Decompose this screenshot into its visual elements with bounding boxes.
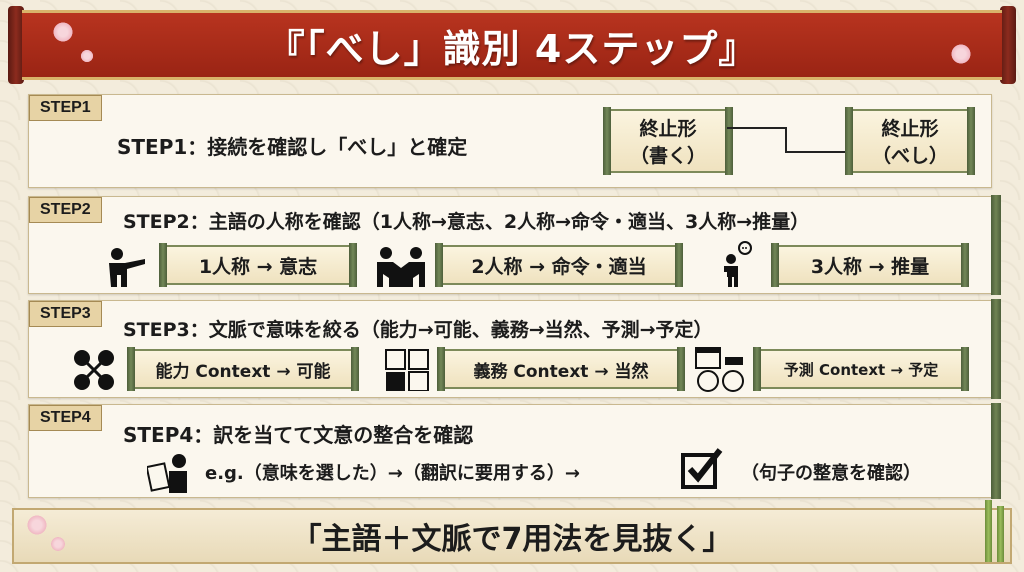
cherry-blossom-icon [52,21,74,43]
step1-box-left-line1: 終止形 [639,118,697,140]
step2-tag: STEP2 [29,197,102,223]
step4-panel: STEP4 STEP4：訳を当てて文意の整合を確認 e.g.（意味を選した）→（… [28,403,1001,499]
bamboo-icon [997,506,1004,562]
step2-item-2: 2人称 → 命令・適当 [435,243,683,287]
banner-rod-right [1000,6,1016,84]
step3-panel: STEP3 STEP3：文脈で意味を絞る（能力→可能、義務→当然、予測→予定） … [28,299,1001,399]
rules-icon [385,349,429,391]
step1-panel: STEP1 STEP1：接続を確認し「べし」と確定 終止形 （書く） 終止形 （… [28,94,992,188]
step3-item-3: 予測 Context → 予定 [753,347,969,391]
plum-blossom-icon [26,514,48,536]
title-banner: 『「べし」識別 4ステップ』 [8,6,1016,84]
person-pointing-icon [109,248,145,287]
person-speech-icon [724,241,752,287]
step1-box-right: 終止形 （べし） [845,107,975,175]
banner-rod-left [8,6,24,84]
panel-rod [991,299,1001,399]
checkbox-icon [681,448,723,489]
step2-panel: STEP2 STEP2：主語の人称を確認（1人称→意志、2人称→命令・適当、3人… [28,195,1001,295]
page-title: 『「べし」識別 4ステップ』 [266,26,758,71]
step2-item-1: 1人称 → 意志 [159,243,357,287]
step1-box-right-line1: 終止形 [881,118,939,140]
cherry-blossom-icon [950,43,972,65]
step2-heading: STEP2：主語の人称を確認（1人称→意志、2人称→命令・適当、3人称→推量） [123,211,810,233]
step3-item-1: 能力 Context → 可能 [127,347,359,391]
panel-rod [991,403,1001,499]
step1-heading: STEP1：接続を確認し「べし」と確定 [117,135,468,159]
step4-confirm: （句子の整意を確認） [741,463,921,484]
step4-heading: STEP4：訳を当てて文意の整合を確認 [123,423,474,447]
bamboo-icon [985,500,992,562]
two-people-icon [377,247,425,287]
connector-line [727,127,787,129]
footer-banner: 「主語＋文脈で7用法を見抜く」 [12,500,1012,564]
step1-box-left: 終止形 （書く） [603,107,733,175]
step1-box-left-line2: （書く） [629,145,706,167]
reader-icon [147,454,187,493]
step1-tag: STEP1 [29,95,102,121]
cherry-blossom-icon [80,49,94,63]
calendar-clock-icon [695,347,744,392]
step2-item-3: 3人称 → 推量 [771,243,969,287]
step3-tag: STEP3 [29,301,102,327]
footer-text: 「主語＋文脈で7用法を見抜く」 [291,522,733,557]
tools-icon [74,350,114,390]
step3-item-2: 義務 Context → 当然 [437,347,685,391]
banner-body: 『「べし」識別 4ステップ』 [22,10,1002,80]
step4-example: e.g.（意味を選した）→（翻訳に要用する）→ [205,463,580,484]
connector-line [785,151,849,153]
step4-tag: STEP4 [29,405,102,431]
connector-line [785,127,787,153]
panel-rod [991,195,1001,295]
step3-heading: STEP3：文脈で意味を絞る（能力→可能、義務→当然、予測→予定） [123,319,713,341]
step1-box-right-line2: （べし） [871,145,948,167]
plum-blossom-icon [50,536,66,552]
